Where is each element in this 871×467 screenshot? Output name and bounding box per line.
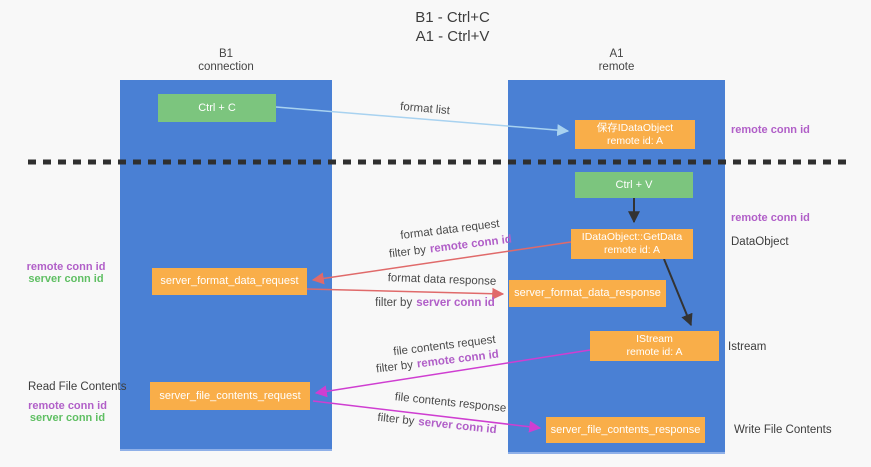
filter-by-text: filter by [375, 359, 414, 376]
getdata-node: IDataObject::GetData remote id: A [571, 229, 693, 259]
istream-annotation: Istream [728, 341, 767, 353]
left-server-conn-id-2: server conn id [29, 412, 106, 424]
right-column-header: A1 remote [508, 48, 725, 74]
saved-dataobject-line1: 保存IDataObject [596, 121, 674, 134]
server-file-contents-request-label: server_file_contents_request [159, 389, 301, 402]
left-column-header: B1 connection [120, 48, 332, 74]
title-line-1: B1 - Ctrl+C [415, 9, 490, 26]
left-remote-conn-id: remote conn id [26, 261, 106, 273]
server-format-data-request-label: server_format_data_request [160, 275, 299, 287]
ctrl-v-label: Ctrl + V [615, 179, 653, 191]
filter-emphasis: server conn id [417, 416, 498, 437]
filter-by-text: filter by [375, 297, 413, 309]
getdata-line2: remote id: A [603, 244, 661, 256]
istream-line1: IStream [636, 333, 673, 345]
remote-conn-id-annotation-mid: remote conn id [731, 212, 810, 224]
server-file-contents-response-label: server_file_contents_response [550, 423, 701, 436]
left-column-name: B1 [218, 48, 234, 60]
format-data-response-arrow [306, 287, 505, 300]
server-file-contents-response-node: server_file_contents_response [546, 417, 705, 443]
format-list-caption: format list [399, 100, 451, 118]
file-contents-response-caption: file contents response [394, 391, 507, 415]
server-format-data-response-node: server_format_data_response [509, 280, 666, 307]
ctrl-c-node: Ctrl + C [158, 94, 276, 122]
diagram-title: B1 - Ctrl+C A1 - Ctrl+V [340, 8, 565, 46]
write-file-contents-annotation: Write File Contents [734, 424, 832, 436]
ctrl-v-node: Ctrl + V [575, 172, 693, 198]
read-file-contents-annotation: Read File Contents [28, 381, 127, 393]
format-data-response-caption: format data response [387, 272, 497, 288]
filter-emphasis: server conn id [416, 297, 495, 309]
left-remote-conn-id-2: remote conn id [28, 400, 107, 412]
dataobject-annotation: DataObject [731, 236, 789, 248]
istream-node: IStream remote id: A [590, 331, 719, 361]
filter-by-text: filter by [388, 244, 427, 261]
title-line-2: A1 - Ctrl+V [415, 28, 490, 45]
getdata-line1: IDataObject::GetData [581, 231, 683, 243]
server-file-contents-request-node: server_file_contents_request [150, 382, 310, 410]
remote-conn-id-annotation-top: remote conn id [731, 124, 810, 136]
right-column-name: A1 [609, 48, 624, 60]
istream-line2: remote id: A [626, 346, 683, 358]
saved-dataobject-line2: remote id: A [606, 134, 664, 147]
left-conn-id-annotations: remote conn id server conn id [20, 261, 112, 285]
filter-by-text: filter by [376, 411, 415, 428]
left-conn-id-annotations-2: remote conn id server conn id [20, 400, 115, 424]
ctrl-c-label: Ctrl + C [198, 102, 236, 114]
right-column-subtitle: remote [598, 61, 635, 73]
saved-dataobject-node: 保存IDataObject remote id: A [575, 120, 695, 149]
left-column-subtitle: connection [198, 61, 254, 73]
server-format-data-response-label: server_format_data_response [514, 287, 661, 299]
left-server-conn-id: server conn id [28, 273, 104, 285]
server-format-data-request-node: server_format_data_request [152, 268, 307, 295]
